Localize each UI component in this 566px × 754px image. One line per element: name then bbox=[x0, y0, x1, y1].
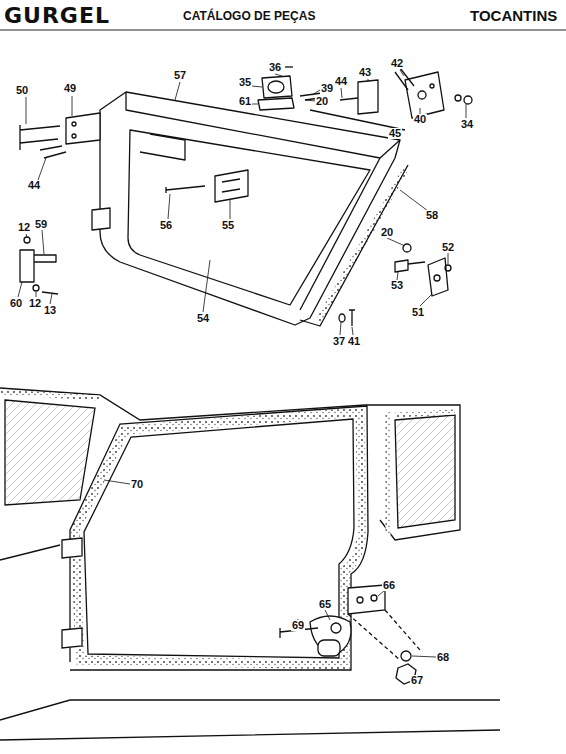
callout-number: 59 bbox=[34, 219, 48, 230]
callout-number: 68 bbox=[436, 652, 450, 663]
callout-number: 50 bbox=[15, 85, 29, 96]
callout-number: 45 bbox=[388, 128, 402, 139]
brand-logo: GURGEL bbox=[4, 5, 110, 27]
catalog-title: CATÁLOGO DE PEÇAS bbox=[183, 10, 315, 22]
callout-number: 53 bbox=[390, 280, 404, 291]
callout-number: 34 bbox=[460, 119, 474, 130]
callout-number: 20 bbox=[380, 227, 394, 238]
callout-number: 20 bbox=[315, 96, 329, 107]
callout-number: 37 bbox=[332, 336, 346, 347]
callout-number: 42 bbox=[390, 58, 404, 69]
callout-number: 39 bbox=[320, 83, 334, 94]
callout-number: 57 bbox=[173, 70, 187, 81]
callout-number: 56 bbox=[159, 220, 173, 231]
callout-number: 52 bbox=[441, 242, 455, 253]
callout-number: 49 bbox=[63, 83, 77, 94]
callout-number: 12 bbox=[28, 298, 42, 309]
callout-number: 51 bbox=[411, 307, 425, 318]
callout-number: 13 bbox=[43, 305, 57, 316]
callout-number: 12 bbox=[17, 222, 31, 233]
model-name: TOCANTINS bbox=[470, 8, 557, 23]
callout-number: 44 bbox=[334, 76, 348, 87]
callout-number: 69 bbox=[291, 620, 305, 631]
callout-number: 67 bbox=[410, 675, 424, 686]
callout-number: 65 bbox=[318, 599, 332, 610]
callout-number: 55 bbox=[221, 220, 235, 231]
callout-number: 66 bbox=[382, 580, 396, 591]
callout-number: 36 bbox=[268, 62, 282, 73]
callout-number: 43 bbox=[358, 67, 372, 78]
callout-number: 58 bbox=[425, 210, 439, 221]
callout-number: 61 bbox=[238, 96, 252, 107]
callout-number: 70 bbox=[130, 479, 144, 490]
callout-number: 40 bbox=[413, 114, 427, 125]
callout-number: 35 bbox=[238, 77, 252, 88]
callout-number: 60 bbox=[9, 298, 23, 309]
callout-number: 44 bbox=[27, 180, 41, 191]
callout-number: 54 bbox=[196, 313, 210, 324]
callout-number: 41 bbox=[347, 336, 361, 347]
